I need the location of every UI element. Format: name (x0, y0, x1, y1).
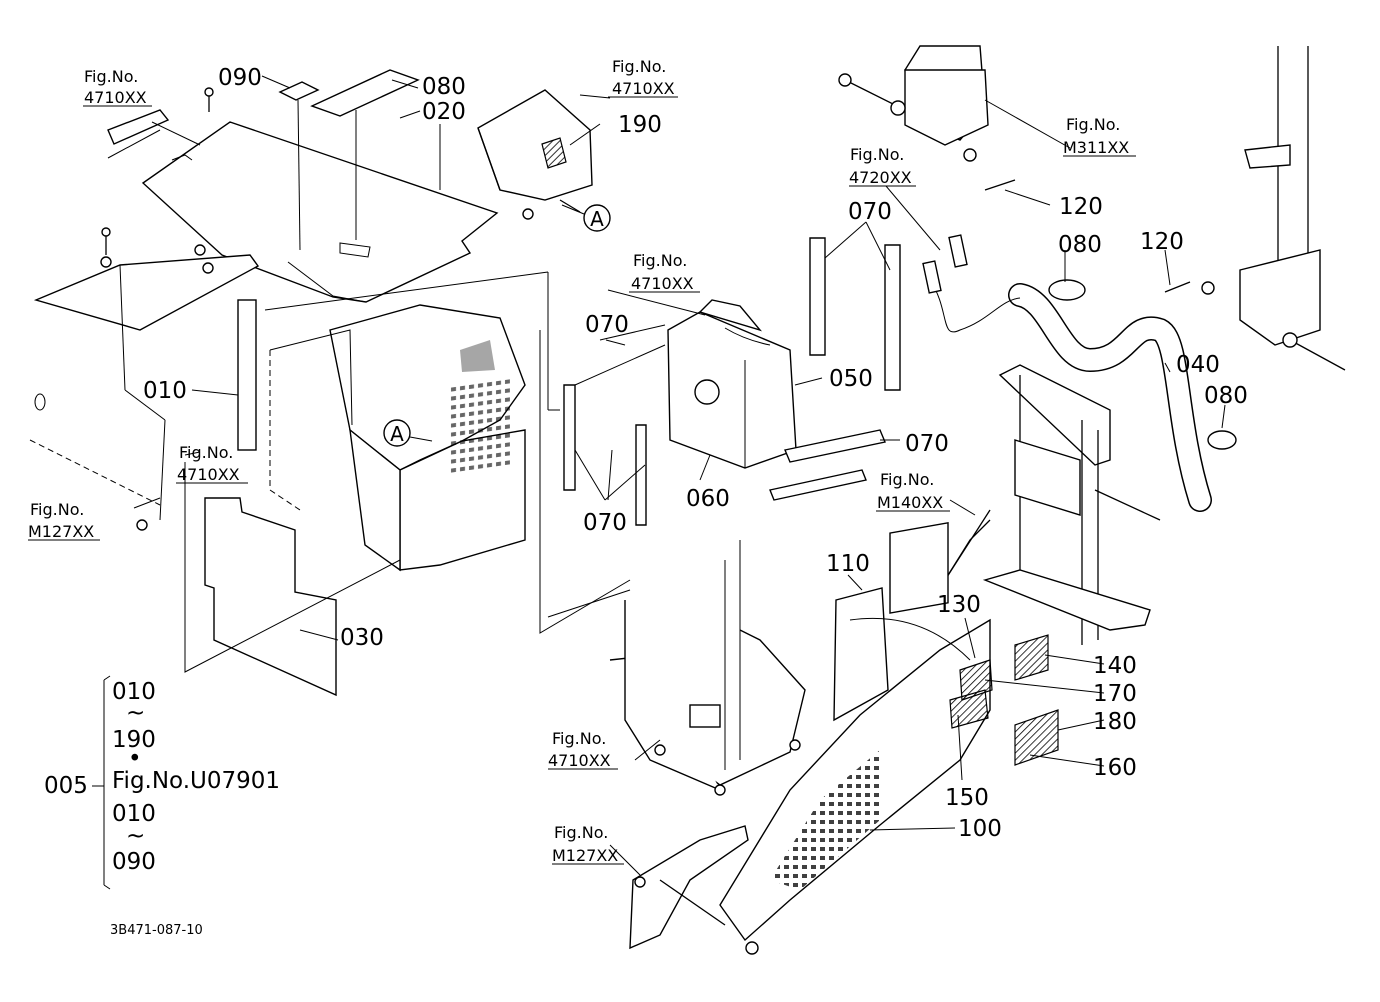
callout-a-mid-label: A (390, 422, 404, 446)
assembly-bracket (92, 675, 111, 890)
drawing-code: 3B471-087-10 (110, 923, 203, 938)
fig-ref-4710-tank: 4710XX (631, 274, 694, 293)
fig-ref-label: Fig.No. (612, 57, 666, 76)
part-label-080-right: 080 (1204, 383, 1248, 409)
part-label-110: 110 (826, 551, 870, 577)
part-label-070-left-bottom: 070 (583, 510, 627, 536)
assembly-tilde-a: ~ (126, 700, 145, 726)
part-label-080-top: 080 (422, 74, 466, 100)
part-label-120-upper: 120 (1059, 194, 1103, 220)
fig-ref-m140: M140XX (877, 493, 943, 512)
part-label-030: 030 (340, 625, 384, 651)
assembly-item-190: 190 (112, 727, 156, 753)
fig-ref-4710-frame: 4710XX (548, 751, 611, 770)
ref-underlines (28, 96, 1136, 865)
plate-030 (204, 497, 337, 697)
cover-plate-left (29, 254, 260, 521)
part-label-170: 170 (1093, 681, 1137, 707)
assembly-item-010-a: 010 (112, 679, 156, 705)
part-label-050: 050 (829, 366, 873, 392)
callout-a-top: A (561, 204, 611, 232)
leader-lines-main (184, 271, 631, 673)
fig-ref-label: Fig.No. (1066, 115, 1120, 134)
assembly-dot: • (128, 746, 142, 772)
fig-ref-m127-bottom: M127XX (552, 846, 618, 865)
part-label-140: 140 (1093, 653, 1137, 679)
fig-ref-label: Fig.No. (850, 145, 904, 164)
part-label-120-right: 120 (1140, 229, 1184, 255)
decals-130-180 (949, 634, 1059, 766)
fig-ref-m311: M311XX (1063, 138, 1129, 157)
arm-right (1164, 46, 1346, 371)
assembly-item-090: 090 (112, 849, 156, 875)
leader-lines (133, 75, 1226, 876)
bolts-left (100, 87, 214, 531)
fig-ref-label: Fig.No. (552, 729, 606, 748)
part-label-090: 090 (218, 65, 262, 91)
part-label-040: 040 (1176, 352, 1220, 378)
console-190 (477, 89, 593, 220)
tank-frame (609, 540, 806, 796)
hose-040 (922, 234, 1237, 512)
part-label-080-mid: 080 (1058, 232, 1102, 258)
assembly-fig-ref: Fig.No.U07901 (112, 768, 280, 794)
part-label-160: 160 (1093, 755, 1137, 781)
fig-ref-4710-top-left: 4710XX (84, 88, 147, 107)
fig-ref-label: Fig.No. (554, 823, 608, 842)
strips-070 (563, 237, 901, 526)
part-label-100: 100 (958, 816, 1002, 842)
part-label-180: 180 (1093, 709, 1137, 735)
fig-ref-4720: 4720XX (849, 168, 912, 187)
fig-ref-m127-left: M127XX (28, 522, 94, 541)
fig-ref-4710-console: 4710XX (612, 79, 675, 98)
fig-ref-label: Fig.No. (30, 500, 84, 519)
fuel-tank-050 (667, 299, 797, 469)
part-label-070-right: 070 (905, 431, 949, 457)
part-label-150: 150 (945, 785, 989, 811)
arm-m311 (838, 45, 1016, 191)
part-label-010: 010 (143, 378, 187, 404)
assembly-item-010-b: 010 (112, 801, 156, 827)
part-label-005: 005 (44, 773, 88, 799)
assembly-tilde-b: ~ (126, 823, 145, 849)
strip-010 (237, 299, 257, 451)
bracket-lower (629, 825, 759, 955)
fig-ref-4710-left-mid: 4710XX (177, 465, 240, 484)
part-label-070-top-right: 070 (848, 199, 892, 225)
fig-ref-label: Fig.No. (633, 251, 687, 270)
fender-cover (269, 304, 526, 572)
strips-090-080 (107, 69, 420, 251)
callout-a-mid: A (383, 419, 433, 447)
part-label-060: 060 (686, 486, 730, 512)
fig-ref-label: Fig.No. (880, 470, 934, 489)
part-label-020: 020 (422, 99, 466, 125)
support-frame (944, 364, 1161, 645)
fig-ref-label: Fig.No. (84, 67, 138, 86)
side-panel-100 (719, 522, 991, 942)
callout-a-top-label: A (590, 207, 604, 231)
part-label-190: 190 (618, 112, 662, 138)
part-label-070-left-top: 070 (585, 312, 629, 338)
fig-ref-label: Fig.No. (179, 443, 233, 462)
part-label-130: 130 (937, 592, 981, 618)
